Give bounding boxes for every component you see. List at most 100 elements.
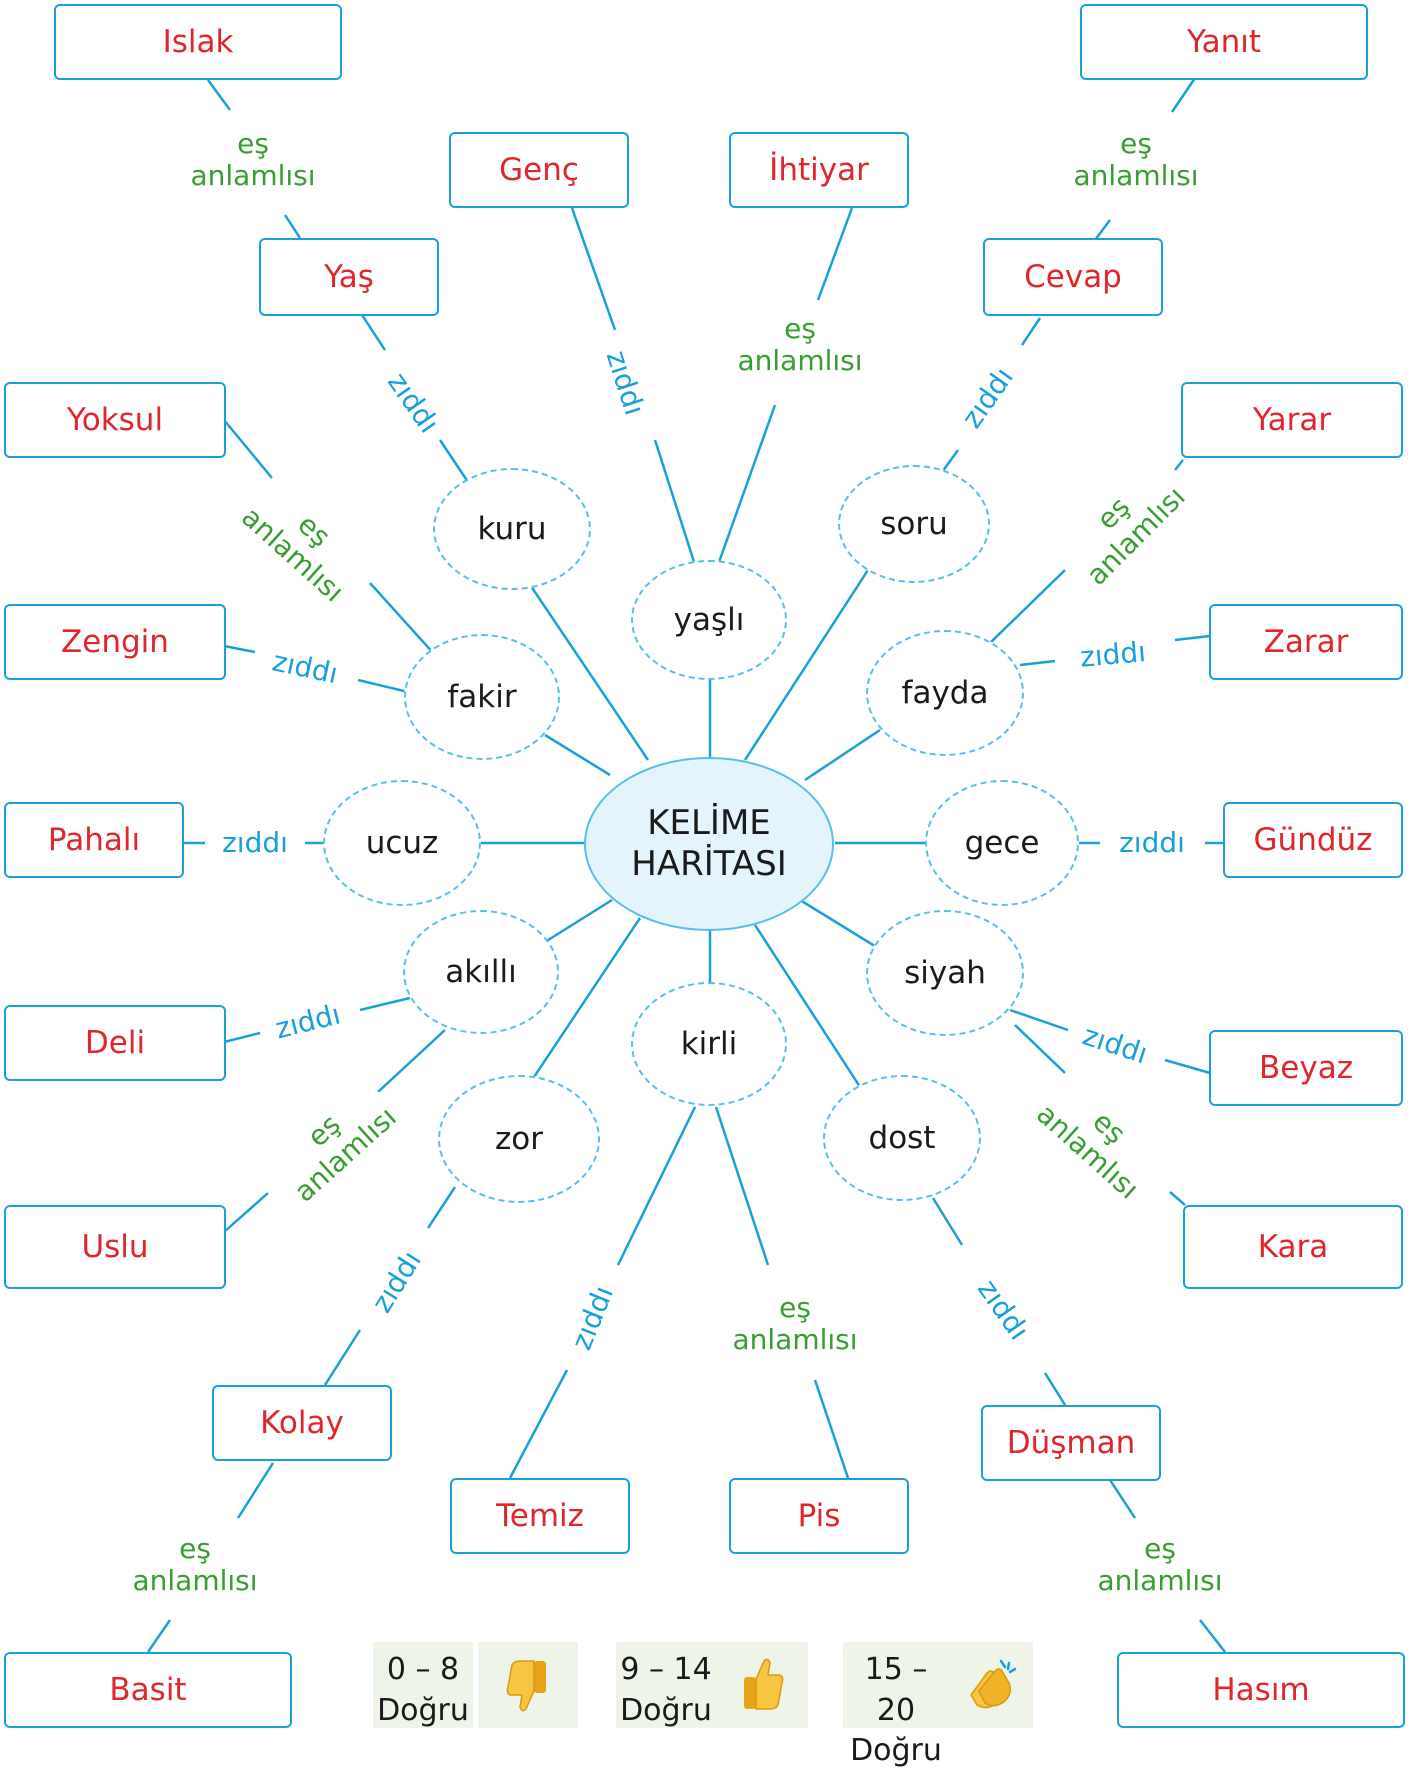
box-zengin: Zengin	[4, 604, 226, 680]
line-fayda-yarar-2	[1174, 459, 1184, 471]
line-uslu-akilli-2	[377, 1029, 446, 1093]
score-range-high: 15 – 20 Doğru	[843, 1642, 949, 1768]
oval-ucuz: ucuz	[323, 780, 481, 906]
line-yasli-genc	[653, 439, 697, 566]
line-siyah-kara	[1014, 1024, 1066, 1074]
line-fayda-zarar-2	[1174, 634, 1211, 642]
antonym-label-gece-gunduz: zıddı	[1115, 824, 1189, 862]
synonym-label-line2: anlamlısı	[1097, 1564, 1223, 1597]
oval-fayda: fayda	[866, 630, 1024, 756]
line-uslu-akilli	[223, 1192, 269, 1233]
score-range-text: 15 – 20	[864, 1652, 928, 1728]
oval-zor: zor	[438, 1075, 600, 1203]
box-uslu: Uslu	[4, 1205, 226, 1289]
line-kirli-pis-2	[813, 1379, 850, 1479]
synonym-label-line1: eş	[237, 126, 269, 160]
score-label-text: Doğru	[850, 1733, 942, 1768]
line-deli-akilli-2	[359, 996, 411, 1012]
synonym-label-kirli-pis: eş anlamlısı	[728, 1289, 862, 1359]
line-deli-akilli	[223, 1031, 261, 1044]
oval-dost: dost	[823, 1075, 981, 1201]
line-kirli-pis	[714, 1106, 770, 1266]
line-siyah-beyaz-2	[1164, 1058, 1211, 1075]
score-icon-high	[949, 1642, 1033, 1728]
score-range-mid: 9 – 14 Doğru	[616, 1642, 716, 1728]
line-yoksul-fakir-2	[369, 582, 436, 656]
box-yas: Yaş	[259, 238, 439, 316]
line-fayda-yarar	[989, 569, 1066, 644]
box-pis: Pis	[729, 1478, 909, 1554]
score-label-text: Doğru	[377, 1692, 469, 1728]
box-gunduz: Gündüz	[1223, 802, 1403, 878]
synonym-label-line2: anlamlısı	[732, 1323, 858, 1356]
synonym-label-kolay-basit: eş anlamlısı	[128, 1530, 262, 1600]
box-kolay: Kolay	[212, 1385, 392, 1461]
box-yarar: Yarar	[1181, 382, 1403, 458]
line-soru-cevap-2	[1020, 317, 1042, 346]
synonym-label-line1: eş	[179, 1531, 211, 1565]
thumbs-up-icon	[744, 1658, 784, 1710]
hub-line-fayda	[804, 728, 881, 782]
synonym-label-line1: eş	[784, 311, 816, 345]
box-hasim: Hasım	[1117, 1652, 1405, 1728]
oval-kirli: kirli	[631, 982, 787, 1106]
word-map: KELİME HARİTASI kuru yaşlı soru fakir fa…	[4, 4, 1405, 1768]
center-title-line1: KELİME	[647, 803, 771, 844]
line-dost-dusman	[931, 1197, 964, 1246]
box-yanit: Yanıt	[1080, 4, 1368, 80]
line-siyah-beyaz	[1009, 1008, 1069, 1032]
line-yasli-ihtiyar	[716, 404, 777, 566]
box-yoksul: Yoksul	[4, 382, 226, 458]
box-genc: Genç	[449, 132, 629, 208]
synonym-label-yasli-ihtiyar: eş anlamlısı	[733, 310, 867, 380]
line-zengin-fakir-2	[357, 678, 409, 694]
thumbs-down-icon	[506, 1660, 546, 1712]
antonym-label-fayda-zarar: zıddı	[1074, 633, 1152, 677]
synonym-label-line1: eş	[1144, 1531, 1176, 1565]
line-kirli-temiz-2	[508, 1369, 569, 1479]
oval-gece: gece	[925, 780, 1079, 906]
line-dost-dusman-2	[1043, 1372, 1067, 1406]
oval-siyah: siyah	[866, 910, 1024, 1036]
box-ihtiyar: İhtiyar	[729, 132, 909, 208]
line-yas-islak	[283, 214, 302, 239]
score-icon-mid	[716, 1642, 808, 1728]
connector-lines	[146, 77, 1226, 1653]
synonym-label-line2: anlamlısı	[1073, 159, 1199, 192]
line-zengin-fakir	[223, 644, 256, 654]
score-range-text: 9 – 14	[620, 1652, 712, 1687]
line-kuru-yas-2	[360, 314, 387, 351]
line-kirli-temiz	[616, 1106, 697, 1266]
hub-line-soru	[743, 569, 870, 761]
hub-line-fakir	[544, 733, 611, 777]
synonym-label-line2: anlamlısı	[737, 344, 863, 377]
synonym-label-line1: eş	[1120, 126, 1152, 160]
synonym-label-islak-yas: eş anlamlısı	[186, 125, 320, 195]
box-beyaz: Beyaz	[1209, 1030, 1403, 1106]
oval-soru: soru	[838, 465, 990, 583]
score-range-text: 0 – 8	[386, 1652, 460, 1687]
hub-line-siyah	[799, 898, 879, 950]
score-label-text: Doğru	[620, 1692, 712, 1728]
center-title-line2: HARİTASI	[631, 844, 787, 884]
line-kuru-yas	[438, 439, 472, 486]
synonym-label-dusman-hasim: eş anlamlısı	[1093, 1530, 1227, 1600]
line-yoksul-fakir	[223, 419, 273, 479]
line-dusman-hasim-2	[1199, 1619, 1226, 1653]
score-range-low: 0 – 8 Doğru	[373, 1642, 473, 1728]
box-dusman: Düşman	[981, 1405, 1161, 1481]
box-pahali: Pahalı	[4, 802, 184, 878]
oval-fakir: fakir	[404, 634, 560, 760]
oval-akilli: akıllı	[403, 910, 559, 1034]
line-yasli-ihtiyar-2	[816, 207, 854, 301]
hub-line-akilli	[544, 898, 613, 944]
antonym-label-ucuz-pahali: zıddı	[218, 824, 292, 862]
line-yasli-genc-2	[570, 207, 617, 331]
box-deli: Deli	[4, 1005, 226, 1081]
box-cevap: Cevap	[983, 238, 1163, 316]
line-dusman-hasim	[1108, 1479, 1137, 1519]
clapping-hands-icon	[970, 1659, 1017, 1709]
map-center: KELİME HARİTASI	[584, 757, 834, 931]
box-zarar: Zarar	[1209, 604, 1403, 680]
line-yas-islak-2	[206, 79, 232, 111]
